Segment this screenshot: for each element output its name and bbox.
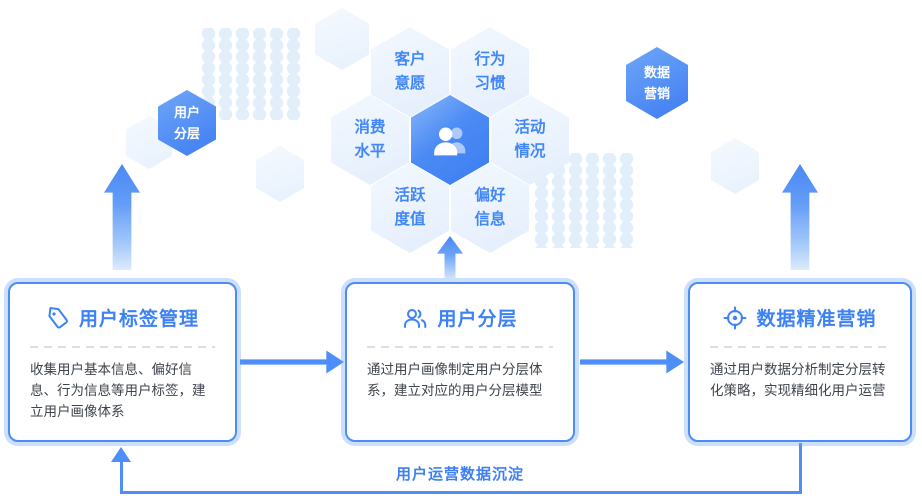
card-title-row: 数据精准营销 bbox=[690, 304, 910, 331]
floating-hex-label: 数据营销 bbox=[643, 64, 670, 101]
arrow-card1-to-card2 bbox=[240, 350, 344, 374]
hex-preference-info: 偏好信息 bbox=[451, 163, 529, 253]
hex-label: 活动情况 bbox=[514, 118, 546, 160]
hex-consumption-level: 消费水平 bbox=[331, 95, 409, 185]
dot-pattern-left bbox=[200, 28, 302, 120]
decor-hexagon bbox=[315, 8, 369, 70]
decor-hexagon bbox=[256, 146, 304, 202]
tag-icon bbox=[48, 306, 68, 328]
users-icon bbox=[434, 127, 466, 156]
card-title: 数据精准营销 bbox=[756, 309, 877, 330]
card-body: 收集用户基本信息、偏好信息、行为信息等用户标签，建立用户画像体系 bbox=[30, 362, 206, 419]
card-body: 通过用户数据分析制定分层转化策略，实现精细化用户运营 bbox=[710, 362, 886, 398]
target-icon bbox=[723, 306, 747, 329]
decor-hexagon bbox=[711, 138, 759, 194]
card-title-row: 用户标签管理 bbox=[10, 304, 235, 331]
card-body: 通过用户画像制定用户分层体系，建立对应的用户分层模型 bbox=[367, 362, 543, 398]
dashed-divider bbox=[30, 346, 215, 348]
hex-center-user bbox=[411, 95, 489, 185]
feedback-line-left bbox=[120, 461, 123, 493]
floating-hex-data-marketing: 数据营销 bbox=[626, 47, 688, 119]
feedback-label: 用户运营数据沉淀 bbox=[395, 466, 524, 483]
dashed-divider bbox=[367, 346, 553, 348]
hex-label: 活跃度值 bbox=[394, 186, 426, 228]
card-data-precision-marketing: 数据精准营销 通过用户数据分析制定分层转化策略，实现精细化用户运营 bbox=[688, 282, 912, 442]
hex-customer-intent: 客户意愿 bbox=[371, 27, 449, 117]
card-title-row: 用户分层 bbox=[347, 304, 573, 331]
feedback-line-bottom bbox=[120, 491, 802, 494]
card-user-tag-management: 用户标签管理 收集用户基本信息、偏好信息、行为信息等用户标签，建立用户画像体系 bbox=[8, 282, 237, 442]
users-icon bbox=[404, 308, 427, 328]
floating-hex-user-layering: 用户分层 bbox=[158, 90, 216, 156]
card-title: 用户分层 bbox=[437, 309, 518, 330]
hex-label: 偏好信息 bbox=[474, 186, 506, 228]
hex-activeness-value: 活跃度值 bbox=[371, 163, 449, 253]
hex-label: 客户意愿 bbox=[394, 50, 426, 92]
dashed-divider bbox=[710, 346, 890, 348]
hex-behavior-habit: 行为习惯 bbox=[451, 27, 529, 117]
card-user-layering: 用户分层 通过用户画像制定用户分层体系，建立对应的用户分层模型 bbox=[345, 282, 575, 442]
feedback-arrowhead-up bbox=[111, 447, 131, 462]
up-arrow-right bbox=[782, 164, 818, 270]
card-title: 用户标签管理 bbox=[78, 309, 199, 330]
hex-activity-status: 活动情况 bbox=[491, 95, 569, 185]
hex-label: 行为习惯 bbox=[474, 50, 506, 92]
arrow-card2-to-card3 bbox=[580, 350, 684, 374]
up-arrow-left bbox=[104, 164, 140, 270]
hex-label: 消费水平 bbox=[354, 118, 386, 160]
up-arrow-center-small bbox=[437, 236, 463, 278]
floating-hex-label: 用户分层 bbox=[173, 104, 200, 141]
feedback-line-right bbox=[799, 443, 802, 493]
